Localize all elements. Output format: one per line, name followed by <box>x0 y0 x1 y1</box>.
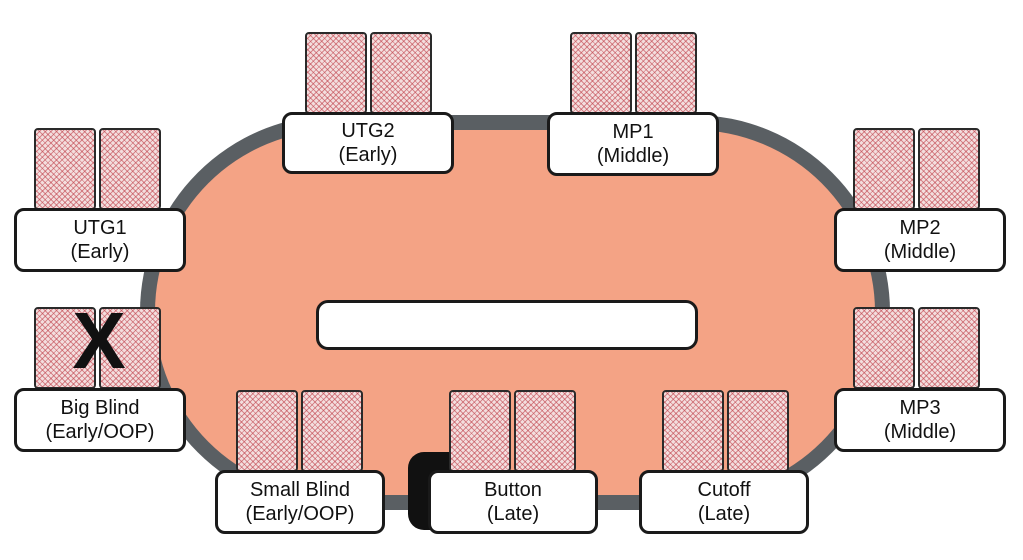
seat-cutoff: Cutoff (Late) <box>639 470 809 534</box>
seat-role: (Early) <box>70 241 130 263</box>
card-back <box>449 390 511 472</box>
seat-name: Big Blind <box>60 397 140 419</box>
seat-name: UTG1 <box>73 217 127 239</box>
seat-role: (Late) <box>697 503 751 525</box>
card-back <box>514 390 576 472</box>
card-back <box>918 307 980 389</box>
seat-name: MP2 <box>899 217 941 239</box>
seat-role: (Early) <box>338 144 398 166</box>
card-back <box>918 128 980 210</box>
seat-big-blind: Big Blind (Early/OOP) <box>14 388 186 452</box>
seat-role: (Middle) <box>883 421 957 443</box>
card-back <box>99 128 161 210</box>
card-back <box>662 390 724 472</box>
card-back <box>236 390 298 472</box>
seat-button: Button (Late) <box>428 470 598 534</box>
seat-mp3: MP3 (Middle) <box>834 388 1006 452</box>
card-back <box>370 32 432 114</box>
seat-role: (Middle) <box>883 241 957 263</box>
seat-utg1: UTG1 (Early) <box>14 208 186 272</box>
community-card-area <box>316 300 698 350</box>
seat-name: UTG2 <box>341 120 395 142</box>
card-back <box>570 32 632 114</box>
card-back <box>34 128 96 210</box>
fold-x-mark: X <box>72 296 126 385</box>
seat-role: (Middle) <box>596 145 670 167</box>
seat-role: (Early/OOP) <box>245 503 355 525</box>
card-back <box>853 307 915 389</box>
seat-name: Cutoff <box>697 479 751 501</box>
seat-role: (Late) <box>486 503 540 525</box>
seat-name: Button <box>484 479 542 501</box>
seat-small-blind: Small Blind (Early/OOP) <box>215 470 385 534</box>
seat-mp1: MP1 (Middle) <box>547 112 719 176</box>
card-back <box>305 32 367 114</box>
seat-name: Small Blind <box>249 479 351 501</box>
card-back <box>727 390 789 472</box>
seat-mp2: MP2 (Middle) <box>834 208 1006 272</box>
seat-name: MP1 <box>612 121 654 143</box>
card-back <box>853 128 915 210</box>
seat-name: MP3 <box>899 397 941 419</box>
card-back <box>301 390 363 472</box>
seat-role: (Early/OOP) <box>45 421 155 443</box>
seat-utg2: UTG2 (Early) <box>282 112 454 174</box>
card-back <box>635 32 697 114</box>
